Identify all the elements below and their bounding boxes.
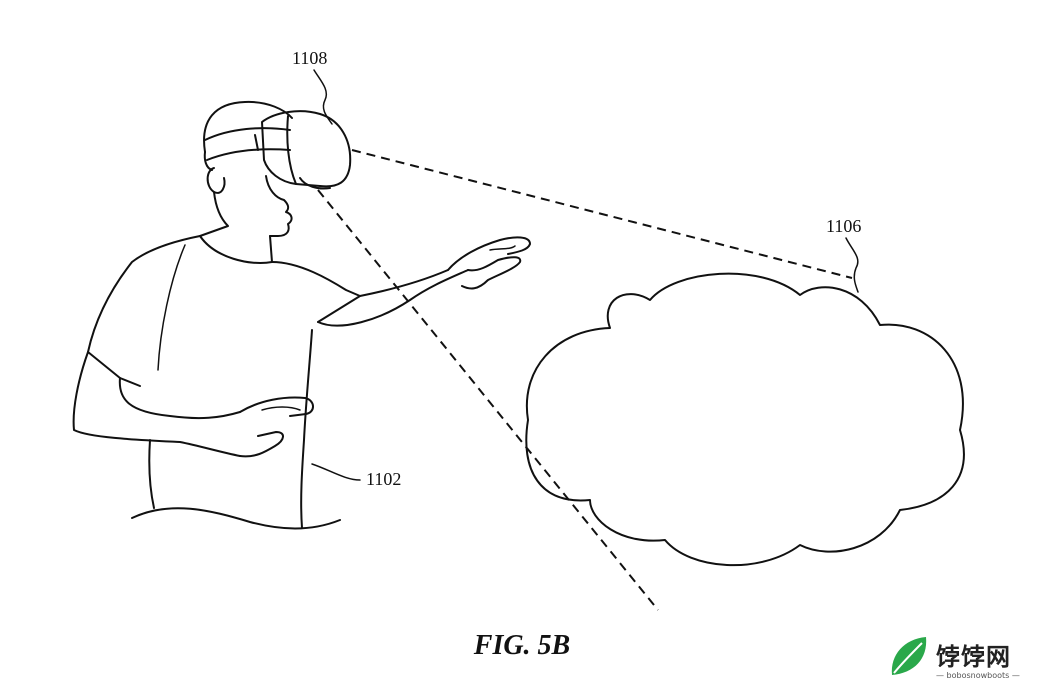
fov-line-upper bbox=[351, 149, 853, 279]
virtual-cloud bbox=[525, 272, 965, 567]
label-headset-1108: 1108 bbox=[292, 48, 327, 68]
label-cloud-1106: 1106 bbox=[826, 216, 861, 236]
figure-caption: FIG. 5B bbox=[473, 630, 571, 661]
label-user-1102: 1102 bbox=[366, 469, 401, 489]
fov-line-lower bbox=[317, 189, 659, 611]
leader-1108 bbox=[313, 69, 333, 125]
watermark: 饽饽网 — bobosnowboots — bbox=[886, 631, 1036, 689]
watermark-domain: — bobosnowboots — bbox=[936, 671, 1020, 680]
leader-1102 bbox=[311, 463, 361, 481]
leader-1106 bbox=[845, 237, 859, 293]
watermark-brand: 饽饽网 bbox=[936, 643, 1011, 671]
person bbox=[72, 100, 531, 530]
leaf-logo-icon bbox=[891, 637, 927, 675]
